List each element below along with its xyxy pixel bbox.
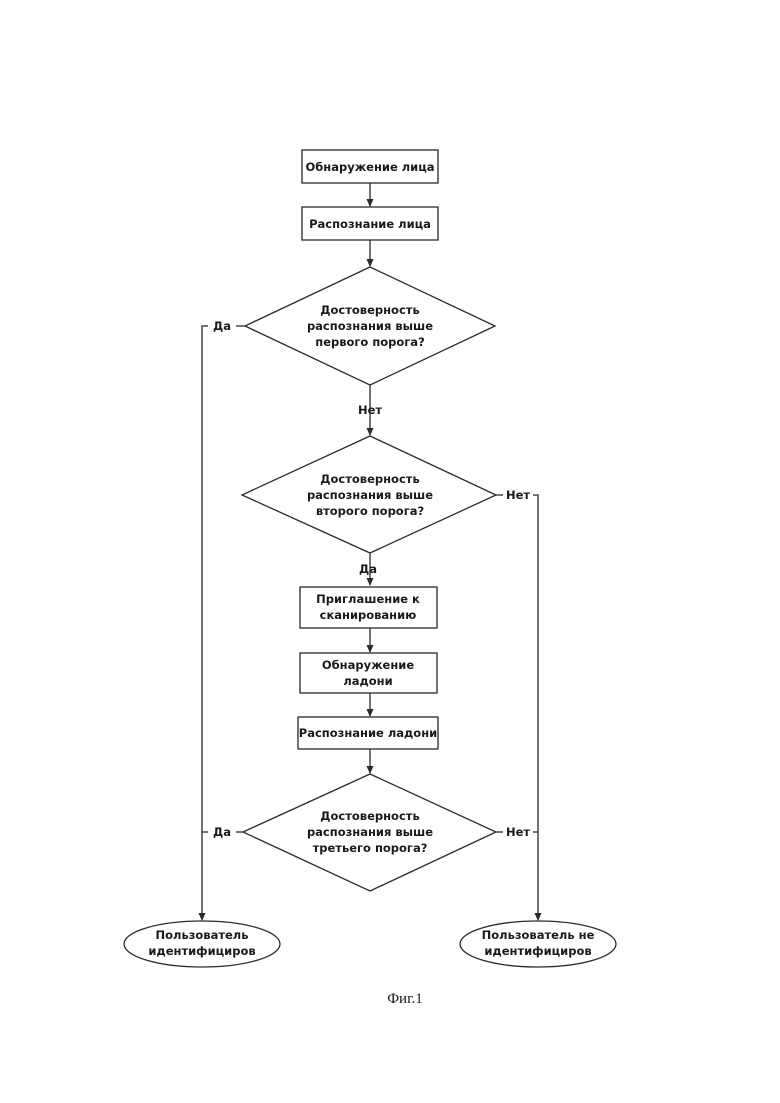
figure-caption: Фиг.1	[387, 991, 423, 1007]
decision3-line3: третьего порога?	[313, 841, 428, 855]
decision1-line2: распознания выше	[307, 319, 433, 333]
user-identified-line2: идентифициров	[148, 944, 255, 958]
scan-invitation-line2: сканированию	[320, 608, 417, 622]
scan-invitation-box: Приглашение к сканированию	[300, 587, 437, 628]
label-decision3-no: Нет	[506, 825, 530, 839]
decision3-line2: распознания выше	[307, 825, 433, 839]
user-not-identified-terminal: Пользователь не идентифициров	[460, 921, 616, 967]
user-not-identified-line1: Пользователь не	[482, 928, 595, 942]
face-recognition-label: Распознание лица	[309, 217, 431, 231]
user-not-identified-line2: идентифициров	[484, 944, 591, 958]
face-detection-label: Обнаружение лица	[305, 160, 434, 174]
decision-third-threshold: Достоверность распознания выше третьего …	[243, 774, 496, 891]
label-decision3-yes: Да	[213, 825, 231, 839]
palm-recognition-box: Распознание ладони	[298, 717, 438, 749]
palm-detection-box: Обнаружение ладони	[300, 653, 437, 693]
palm-recognition-label: Распознание ладони	[299, 726, 437, 740]
palm-detection-line1: Обнаружение	[322, 658, 414, 672]
edge-decision1-yes	[202, 326, 208, 920]
label-decision1-yes: Да	[213, 319, 231, 333]
user-identified-terminal: Пользователь идентифициров	[124, 921, 280, 967]
decision-first-threshold: Достоверность распознания выше первого п…	[245, 267, 495, 385]
decision2-line1: Достоверность	[320, 472, 419, 486]
decision2-line2: распознания выше	[307, 488, 433, 502]
edge-decision2-no	[533, 495, 538, 920]
decision1-line3: первого порога?	[315, 335, 425, 349]
face-recognition-box: Распознание лица	[302, 207, 438, 240]
decision1-line1: Достоверность	[320, 303, 419, 317]
decision2-line3: второго порога?	[316, 504, 424, 518]
label-decision2-yes: Да	[359, 562, 377, 576]
label-decision1-no: Нет	[358, 403, 382, 417]
face-detection-box: Обнаружение лица	[302, 150, 438, 183]
user-identified-line1: Пользователь	[156, 928, 249, 942]
decision-second-threshold: Достоверность распознания выше второго п…	[242, 436, 496, 553]
palm-detection-line2: ладони	[343, 674, 392, 688]
scan-invitation-line1: Приглашение к	[316, 592, 420, 606]
label-decision2-no: Нет	[506, 488, 530, 502]
decision3-line1: Достоверность	[320, 809, 419, 823]
